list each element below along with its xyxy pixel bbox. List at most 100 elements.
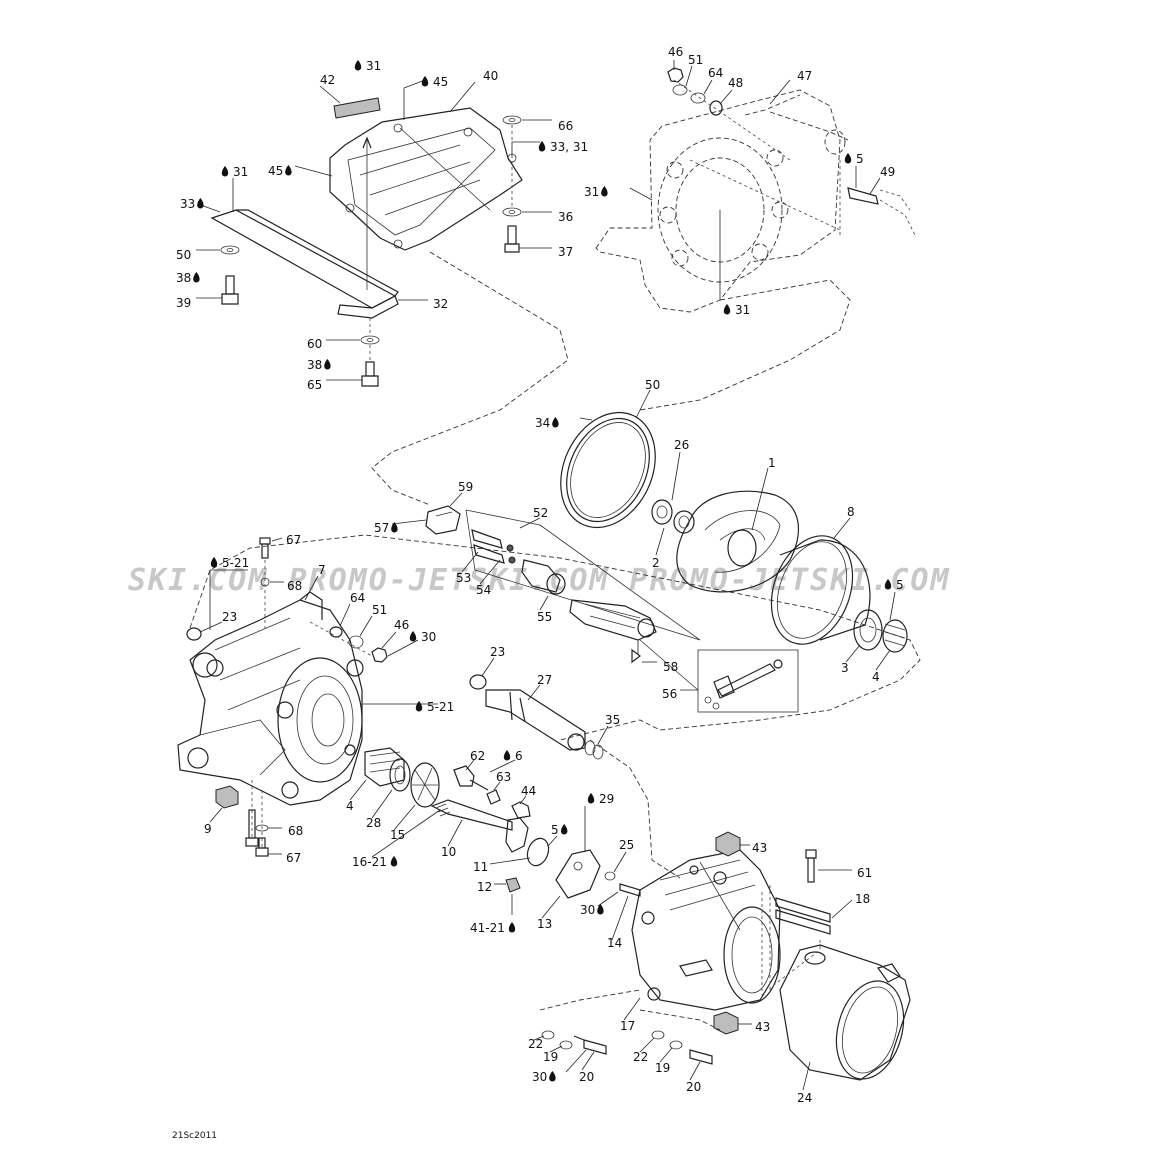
sealant-drop-icon	[285, 165, 292, 176]
callout-c2: 2	[652, 556, 660, 570]
callout-c29: 29	[599, 792, 614, 806]
callout-c28: 28	[366, 816, 381, 830]
callout-c46a: 46	[668, 45, 683, 59]
callout-c38b: 38	[307, 358, 322, 372]
callout-c48: 48	[728, 76, 743, 90]
callout-c39: 39	[176, 296, 191, 310]
callout-c33: 33	[180, 197, 195, 211]
callout-c53: 53	[456, 571, 471, 585]
callout-c12: 12	[477, 880, 492, 894]
callout-c42: 42	[320, 73, 335, 87]
callout-c31d: 31	[735, 303, 750, 317]
callout-c8: 8	[847, 505, 855, 519]
callout-c27: 27	[537, 673, 552, 687]
callout-c22b: 22	[633, 1050, 648, 1064]
callout-c62: 62	[470, 749, 485, 763]
sealant-drop-icon	[421, 76, 429, 87]
callout-c55: 55	[537, 610, 552, 624]
callout-c52: 52	[533, 506, 548, 520]
callout-c66: 66	[558, 119, 573, 133]
callout-c64b: 64	[350, 591, 365, 605]
callout-c10: 10	[441, 845, 456, 859]
sealant-drop-icon	[193, 272, 200, 283]
callout-c63: 63	[496, 770, 511, 784]
sealant-drop-icon	[549, 1071, 556, 1082]
sealant-drop-icon	[597, 904, 604, 915]
callout-c25: 25	[619, 838, 634, 852]
sealant-drop-icon	[390, 856, 398, 867]
sealant-drop-icon	[552, 417, 559, 428]
callout-c9: 9	[204, 822, 212, 836]
callout-c11: 11	[473, 860, 488, 874]
sealant-drop-icon	[391, 522, 398, 533]
callout-c15: 15	[390, 828, 405, 842]
callout-c20b: 20	[686, 1080, 701, 1094]
sealant-drop-icon	[884, 579, 892, 590]
callout-c60: 60	[307, 337, 322, 351]
callout-c521a: 5-21	[222, 556, 249, 570]
callout-c35: 35	[605, 713, 620, 727]
impeller-group	[391, 389, 908, 713]
callout-c19b: 19	[655, 1061, 670, 1075]
callout-c4121: 41-21	[470, 921, 505, 935]
callout-c64a: 64	[708, 66, 723, 80]
callout-c44: 44	[521, 784, 536, 798]
shaft-group	[349, 657, 681, 941]
callout-c24: 24	[797, 1091, 812, 1105]
callout-c3331: 33, 31	[550, 140, 588, 154]
callout-c34: 34	[535, 416, 550, 430]
watermark-text: SKI.COM PROMO-JETSKI.COM PROMO-JETSKI.CO…	[128, 563, 951, 598]
callout-c58: 58	[663, 660, 678, 674]
callout-c22a: 22	[528, 1037, 543, 1051]
callout-c17: 17	[620, 1019, 635, 1033]
callout-c30c: 30	[532, 1070, 547, 1084]
callout-c51a: 51	[688, 53, 703, 67]
callout-c31c: 31	[584, 185, 599, 199]
callout-c5a: 5	[856, 152, 864, 166]
callout-c521b: 5-21	[427, 700, 454, 714]
callout-c50b: 50	[645, 378, 660, 392]
pump-housing-group	[177, 537, 438, 857]
callout-c68a: 68	[287, 579, 302, 593]
callout-c47: 47	[797, 69, 812, 83]
callout-c4b: 4	[346, 799, 354, 813]
callout-c65: 65	[307, 378, 322, 392]
callout-c43a: 43	[752, 841, 767, 855]
callout-c50a: 50	[176, 248, 191, 262]
route-line-upper	[371, 251, 569, 506]
route-line-housing	[639, 279, 851, 411]
callout-c36: 36	[558, 210, 573, 224]
callout-c46b: 46	[394, 618, 409, 632]
sealant-drop-icon	[601, 186, 608, 197]
callout-c45a: 45	[433, 75, 448, 89]
callout-c32: 32	[433, 297, 448, 311]
callout-c1: 1	[768, 456, 776, 470]
sealant-drop-icon	[587, 793, 595, 804]
callout-c40: 40	[483, 69, 498, 83]
callout-c5c: 5	[551, 823, 559, 837]
callout-c26: 26	[674, 438, 689, 452]
callout-c30a: 30	[421, 630, 436, 644]
callout-c20a: 20	[579, 1070, 594, 1084]
pump-support-group	[595, 60, 916, 313]
callout-c59: 59	[458, 480, 473, 494]
sealant-drop-icon	[415, 701, 423, 712]
callout-c57: 57	[374, 521, 389, 535]
callout-c37: 37	[558, 245, 573, 259]
sealant-drop-icon	[354, 60, 362, 71]
callout-c31a: 31	[366, 59, 381, 73]
callout-c45b: 45	[268, 164, 283, 178]
sealant-drop-icon	[844, 153, 852, 164]
ride-plate-group	[196, 79, 552, 387]
callout-c38a: 38	[176, 271, 191, 285]
sealant-drop-icon	[538, 141, 546, 152]
callout-c23b: 23	[490, 645, 505, 659]
venturi-group	[533, 831, 911, 1091]
route-line-pump	[189, 534, 921, 741]
sealant-drop-icon	[324, 359, 331, 370]
callout-c67a: 67	[286, 533, 301, 547]
callout-c3: 3	[841, 661, 849, 675]
sealant-drop-icon	[508, 922, 516, 933]
